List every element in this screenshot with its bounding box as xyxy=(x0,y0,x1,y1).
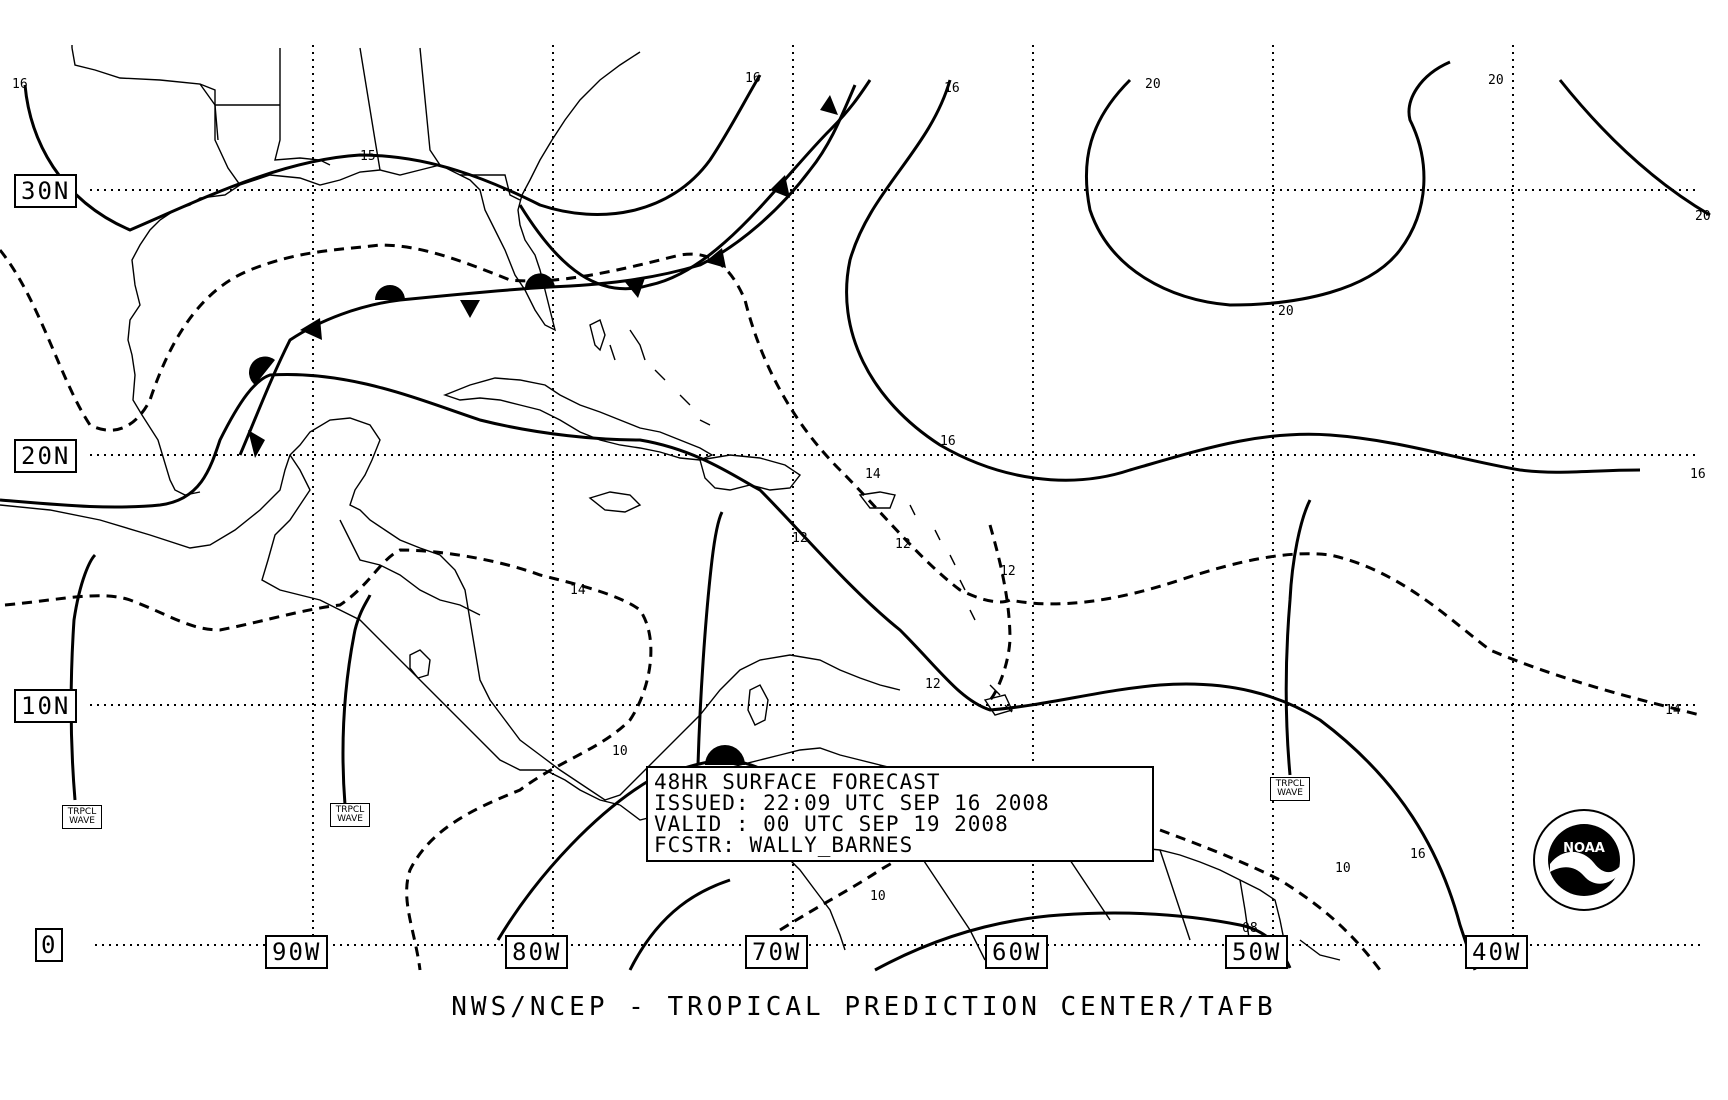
isobar-label: 12 xyxy=(1000,564,1016,579)
isobar-label: 12 xyxy=(925,677,941,692)
isobars-solid xyxy=(0,60,1711,972)
isobar-label: 16 xyxy=(12,77,28,92)
info-forecaster: FCSTR: WALLY_BARNES xyxy=(654,833,914,857)
noaa-logo-text: NOAA xyxy=(1563,841,1605,856)
isobar-label: 12 xyxy=(792,531,808,546)
lon-label-50w: 50W xyxy=(1225,935,1289,969)
lat-label-0: 0 xyxy=(35,928,64,962)
tropical-wave-label: TRPCL WAVE xyxy=(62,805,102,829)
isobar-label: 15 xyxy=(360,149,376,164)
lat-label-20n: 20N xyxy=(14,439,78,473)
isobar-label: 20 xyxy=(1488,73,1504,88)
front-symbols xyxy=(248,95,838,765)
isobar-label: 10 xyxy=(1335,861,1351,876)
lon-label-90w: 90W xyxy=(265,935,329,969)
isobar-label: 12 xyxy=(895,537,911,552)
stationary-front xyxy=(238,84,857,456)
info-title: 48HR SURFACE FORECAST xyxy=(654,770,941,794)
lat-label-10n: 10N xyxy=(14,689,78,723)
info-issued: ISSUED: 22:09 UTC SEP 16 2008 xyxy=(654,791,1050,815)
lat-label-30n: 30N xyxy=(14,174,78,208)
lon-label-60w: 60W xyxy=(985,935,1049,969)
isobar-label: 16 xyxy=(1410,847,1426,862)
isobar-label: 14 xyxy=(570,583,586,598)
lon-label-40w: 40W xyxy=(1465,935,1529,969)
lon-label-70w: 70W xyxy=(745,935,809,969)
noaa-logo: NOAA xyxy=(1533,809,1635,911)
footer-credit: NWS/NCEP - TROPICAL PREDICTION CENTER/TA… xyxy=(451,992,1277,1022)
graticule xyxy=(90,45,1700,946)
isobar-label: 16 xyxy=(745,71,761,86)
lon-label-80w: 80W xyxy=(505,935,569,969)
isobar-label: 10 xyxy=(870,889,886,904)
isobar-label: 16 xyxy=(940,434,956,449)
isobar-label: 16 xyxy=(1690,467,1706,482)
tropical-wave-label: TRPCL WAVE xyxy=(1270,777,1310,801)
info-valid: VALID : 00 UTC SEP 19 2008 xyxy=(654,812,1009,836)
isobar-label: 08 xyxy=(1242,921,1258,936)
isobar-label: 20 xyxy=(1695,209,1711,224)
tropical-wave-label: TRPCL WAVE xyxy=(330,803,370,827)
isobar-label: 20 xyxy=(1278,304,1294,319)
isobar-labels: 16 16 15 16 20 20 20 20 16 16 14 12 14 1… xyxy=(12,71,1711,936)
isobar-label: 20 xyxy=(1145,77,1161,92)
isobar-label: 10 xyxy=(612,744,628,759)
isobar-label: 14 xyxy=(1665,703,1681,718)
isobar-label: 14 xyxy=(865,467,881,482)
isobar-label: 16 xyxy=(944,81,960,96)
